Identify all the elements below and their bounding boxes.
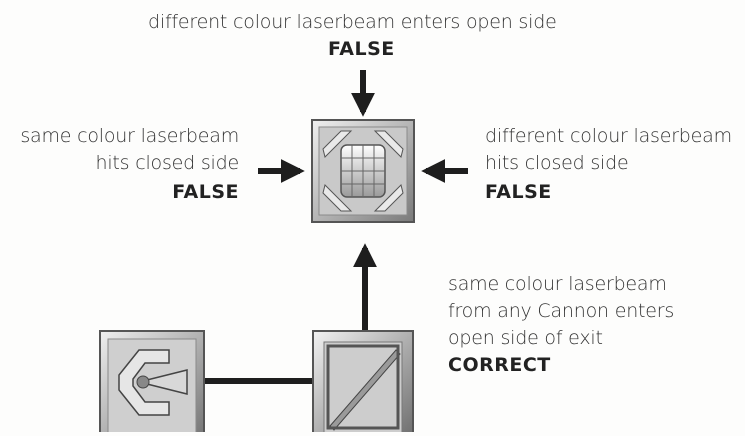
left-caption: same colour laserbeam hits closed side F… bbox=[20, 124, 239, 204]
bottom-right-caption-line3: open side of exit bbox=[448, 327, 603, 349]
left-verdict: FALSE bbox=[172, 181, 239, 203]
right-caption-line1: different colour laserbeam bbox=[485, 125, 732, 147]
bottom-right-caption-line1: same colour laserbeam bbox=[448, 273, 667, 295]
bottom-right-caption-line2: from any Cannon enters bbox=[448, 300, 675, 322]
receiver-block-icon bbox=[311, 119, 415, 223]
left-caption-line2: hits closed side bbox=[95, 152, 240, 174]
right-caption: different colour laserbeam hits closed s… bbox=[485, 124, 732, 204]
mirror-block bbox=[312, 330, 414, 436]
top-verdict: FALSE bbox=[328, 38, 395, 60]
left-caption-line1: same colour laserbeam bbox=[20, 125, 239, 147]
laser-cannon-icon bbox=[99, 330, 205, 436]
top-caption: different colour laserbeam enters open s… bbox=[148, 10, 557, 34]
top-caption-text: different colour laserbeam enters open s… bbox=[148, 11, 557, 33]
right-caption-line2: hits closed side bbox=[485, 152, 629, 174]
bottom-right-verdict: CORRECT bbox=[448, 354, 551, 376]
receiver-block bbox=[311, 119, 415, 223]
bottom-right-caption: same colour laserbeam from any Cannon en… bbox=[448, 272, 674, 377]
right-verdict: FALSE bbox=[485, 181, 552, 203]
mirror-block-icon bbox=[312, 330, 414, 436]
laser-cannon bbox=[99, 330, 205, 436]
